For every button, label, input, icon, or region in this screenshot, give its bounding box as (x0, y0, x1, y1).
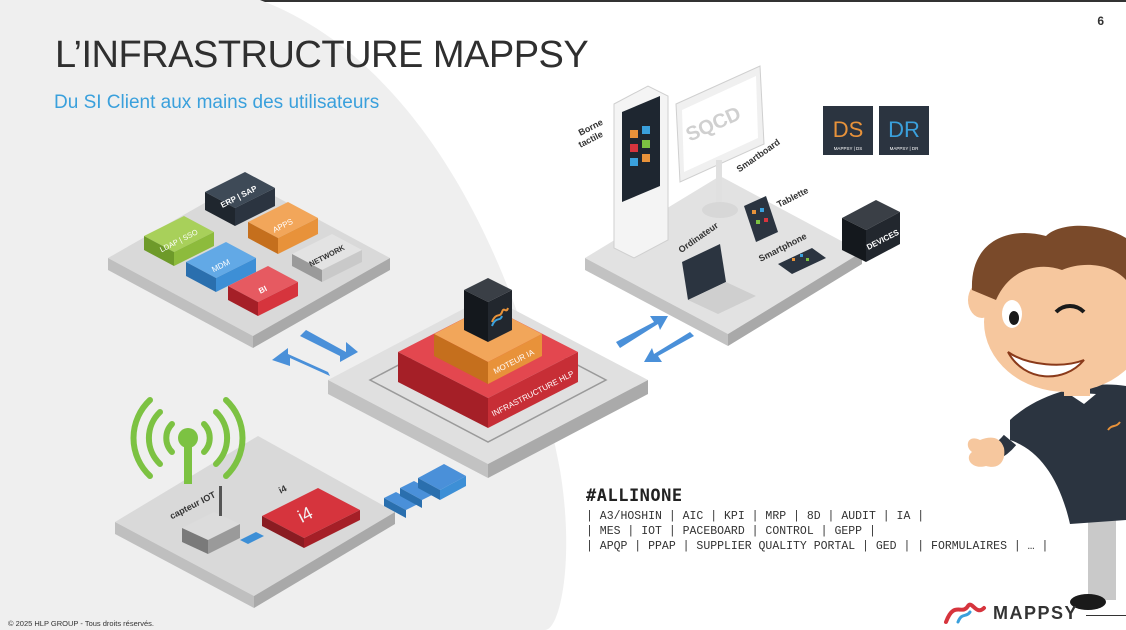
platform-devices: Borne tactile SQCD Smartboard Tablette (577, 65, 929, 346)
mappsy-logo-icon (491, 307, 509, 323)
page-number: 6 (1097, 14, 1104, 28)
block-bi: BI (228, 266, 298, 316)
app-caption-dr: MAPPSY | DR (890, 146, 920, 151)
arrow-iot-core (384, 464, 466, 518)
ordinateur (682, 244, 756, 314)
arrows-si-core (272, 330, 358, 376)
app-code-ds: DS (833, 117, 864, 142)
app-icon-dr: DR MAPPSY | DR (879, 106, 929, 155)
modules-line-2: | MES | IOT | PACEBOARD | CONTROL | GEPP… (586, 525, 876, 538)
platform-si: ERP | SAP LDAP | SSO APPS MDM (108, 172, 390, 348)
allinone-modules: | A3/HOSHIN | AIC | KPI | MRP | 8D | AUD… (586, 509, 1048, 554)
smartphone (778, 248, 826, 274)
wifi-signal-icon (130, 397, 246, 484)
label-i4: i4 (277, 483, 288, 495)
app-code-dr: DR (888, 117, 920, 142)
i4-board: i4 (262, 488, 360, 548)
platform-core: INFRASTRUCTURE HLP MOTEUR IA (328, 278, 648, 478)
borne-tactile (613, 85, 669, 259)
mappsy-logo-icon (944, 602, 986, 624)
smartboard: SQCD (675, 65, 765, 218)
logo-underline (1086, 615, 1126, 616)
label-tablette: Tablette (775, 185, 810, 209)
devices-box: DEVICES (842, 200, 901, 262)
app-caption-ds: MAPPSY | DS (834, 146, 863, 151)
copyright-notice: © 2025 HLP GROUP - Tous droits réservés. (8, 619, 155, 628)
arrows-core-devices (616, 316, 694, 362)
page-subtitle: Du SI Client aux mains des utilisateurs (54, 92, 380, 113)
modules-line-1: | A3/HOSHIN | AIC | KPI | MRP | 8D | AUD… (586, 510, 925, 523)
mascot-character (967, 225, 1126, 610)
block-apps: APPS (248, 202, 318, 254)
block-ldap-sso: LDAP | SSO (144, 216, 214, 266)
page-title: L’INFRASTRUCTURE MAPPSY (55, 34, 589, 76)
app-icon-ds: DS MAPPSY | DS (823, 106, 873, 155)
modules-line-3: | APQP | PPAP | SUPPLIER QUALITY PORTAL … (586, 540, 1049, 553)
capteur-iot-device (182, 486, 264, 554)
block-network: NETWORK (292, 234, 362, 282)
allinone-hashtag: #ALLINONE (586, 486, 683, 506)
top-border (0, 0, 1126, 2)
block-erp-sap: ERP | SAP (205, 172, 275, 226)
platform-iot: capteur IOT i4 i4 (115, 397, 395, 608)
mappsy-logo-text: MAPPSY (993, 603, 1079, 623)
block-mdm: MDM (186, 242, 256, 292)
tablette (744, 196, 778, 242)
block-label-bi: BI (257, 284, 268, 296)
